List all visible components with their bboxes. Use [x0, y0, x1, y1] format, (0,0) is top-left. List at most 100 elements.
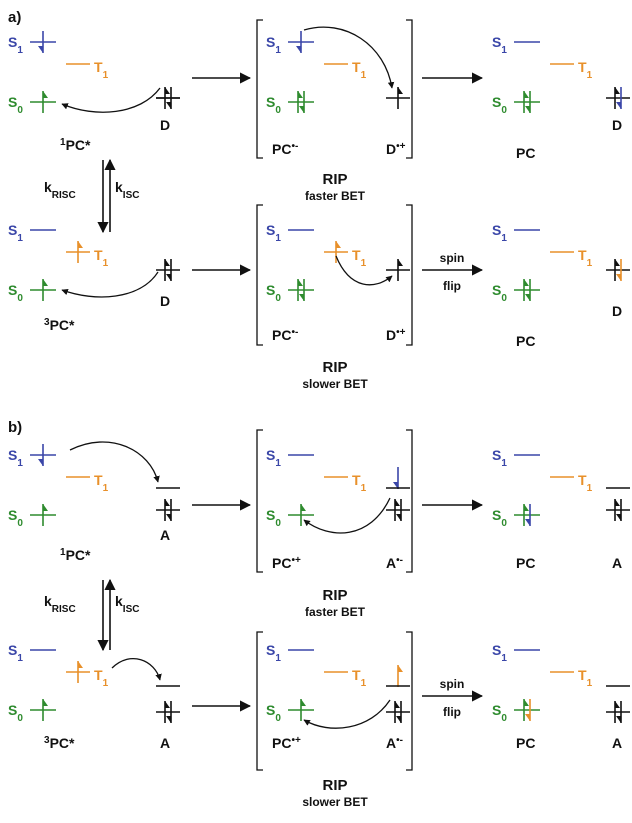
b1-rip-label: RIP: [322, 587, 347, 604]
b2-right-s0-up: [523, 699, 529, 721]
b1-bracket-left: [256, 429, 263, 573]
a2-product-label: PC: [516, 333, 535, 349]
b1-mid-partner-pair-up: [394, 499, 400, 521]
a2-mid-partner-electron: [397, 259, 403, 281]
a1-bet-label: faster BET: [305, 189, 366, 203]
a1-mid-state-label: PC•-: [272, 141, 298, 158]
a2-right-partner-up-head: [615, 259, 620, 266]
b1-mid-partner-pair-down-head: [396, 514, 401, 521]
a2-right-s0-pair-up-head: [524, 279, 529, 286]
b1-mid-s1-label: S1: [266, 447, 281, 469]
a1-mid-partner-electron-head: [398, 87, 403, 94]
b2-right-s0-up-head: [524, 699, 529, 706]
b2-mid-partner-pair-up: [394, 701, 400, 723]
a2-donor-pair-down: [166, 259, 172, 281]
a2-right-s0-label: S0: [492, 282, 507, 304]
panel-label-b: b): [8, 419, 22, 436]
a1-right-partner-down: [616, 87, 622, 109]
a2-left-s1-label: S1: [8, 222, 23, 244]
b1-acceptor-label: A: [160, 527, 170, 543]
a2-mid-s0-label: S0: [266, 282, 281, 304]
a1-right-s0-pair-up-head: [524, 91, 529, 98]
b1-mid-partner-pair-up-head: [395, 499, 400, 506]
b1-right-s0-label: S0: [492, 507, 507, 529]
a1-mid-s0-pair-up: [297, 91, 303, 113]
b2-spin-label: spin: [440, 677, 465, 691]
b1-right-partner-label: A: [612, 555, 622, 571]
a1-et-curve: [61, 87, 161, 113]
a2-bracket-right: [406, 204, 413, 346]
b2-rip-label: RIP: [322, 777, 347, 794]
b2-right-partner-pair-up: [614, 701, 620, 723]
a2-left-s0-electron-head: [43, 279, 48, 286]
b2-bet-label: slower BET: [302, 795, 368, 809]
a1-left-s1-label: S1: [8, 34, 23, 56]
b2-right-partner-pair-up-head: [615, 701, 620, 708]
a2-right-s0-pair-down-head: [525, 294, 530, 301]
a2-donor-pair-down-head: [166, 274, 171, 281]
b2-acceptor-label: A: [160, 735, 170, 751]
a1-right-partner-up-head: [615, 87, 620, 94]
a2-left-state-label: 3PC*: [44, 317, 75, 334]
a2-bet-label: slower BET: [302, 377, 368, 391]
b1-right-s1-label: S1: [492, 447, 507, 469]
a1-mid-partner-label: D•+: [386, 141, 406, 158]
b2-bet-curve: [303, 699, 391, 729]
b1-right-s0-up: [523, 504, 529, 526]
b2-mid-s1-label: S1: [266, 642, 281, 664]
a1-right-partner-down-head: [616, 102, 621, 109]
a2-right-t1-label: T1: [578, 247, 593, 269]
b1-right-s0-down: [525, 504, 531, 526]
b2-mid-partner-electron: [397, 665, 403, 687]
b1-acceptor-pair-down-head: [166, 514, 171, 521]
a1-mid-partner-electron: [397, 87, 403, 109]
b2-right-t1-label: T1: [578, 667, 593, 689]
a2-spin-label: spin: [440, 251, 465, 265]
b1-left-s0-electron: [42, 504, 48, 526]
b1-right-partner-pair-down-head: [616, 514, 621, 521]
a2-bet-curve: [335, 255, 393, 286]
a1-mid-s0-pair-down-head: [299, 106, 304, 113]
a2-mid-state-label: PC•-: [272, 327, 298, 344]
a1-right-s1-label: S1: [492, 34, 507, 56]
b2-right-s0-label: S0: [492, 702, 507, 724]
a1-left-t1-label: T1: [94, 59, 109, 81]
a2-bracket-left: [256, 204, 263, 346]
b2-right-partner-pair-down-head: [616, 716, 621, 723]
a2-right-partner-down: [616, 259, 622, 281]
b-krisc-label: kRISC: [44, 593, 76, 615]
b2-mid-s0-electron: [300, 699, 306, 721]
b1-right-partner-pair-down: [616, 499, 622, 521]
a2-mid-s0-pair-up-head: [298, 279, 303, 286]
b1-mid-t1-label: T1: [352, 472, 367, 494]
a1-mid-s0-pair-up-head: [298, 91, 303, 98]
b1-mid-s0-label: S0: [266, 507, 281, 529]
a2-right-s1-label: S1: [492, 222, 507, 244]
b2-left-s1-label: S1: [8, 642, 23, 664]
a1-right-s0-pair-down: [525, 91, 531, 113]
b1-acceptor-pair-up-head: [165, 499, 170, 506]
b2-acceptor-pair-down-head: [166, 716, 171, 723]
b1-right-t1-label: T1: [578, 472, 593, 494]
a2-mid-s0-pair-up: [297, 279, 303, 301]
b1-left-s0-label: S0: [8, 507, 23, 529]
a2-mid-partner-label: D•+: [386, 327, 406, 344]
b1-left-s0-electron-head: [43, 504, 48, 511]
b1-right-s0-up-head: [524, 504, 529, 511]
a1-rip-label: RIP: [322, 171, 347, 188]
a1-right-s0-label: S0: [492, 94, 507, 116]
b-kisc-label: kISC: [115, 593, 139, 615]
a2-left-s0-label: S0: [8, 282, 23, 304]
b2-mid-partner-label: A•-: [386, 735, 403, 752]
a2-mid-t1-electron: [335, 241, 341, 263]
a2-right-s0-pair-down: [525, 279, 531, 301]
a2-mid-s0-pair-down: [299, 279, 305, 301]
b2-mid-partner-pair-up-head: [395, 701, 400, 708]
b2-mid-partner-pair-down-head: [396, 716, 401, 723]
a1-donor-label: D: [160, 117, 170, 133]
b1-mid-state-label: PC•+: [272, 555, 301, 572]
a1-left-s1-electron-head: [38, 46, 43, 53]
a2-mid-t1-electron-head: [336, 241, 341, 248]
b1-right-partner-pair-up-head: [615, 499, 620, 506]
b1-mid-partner-pair-down: [396, 499, 402, 521]
